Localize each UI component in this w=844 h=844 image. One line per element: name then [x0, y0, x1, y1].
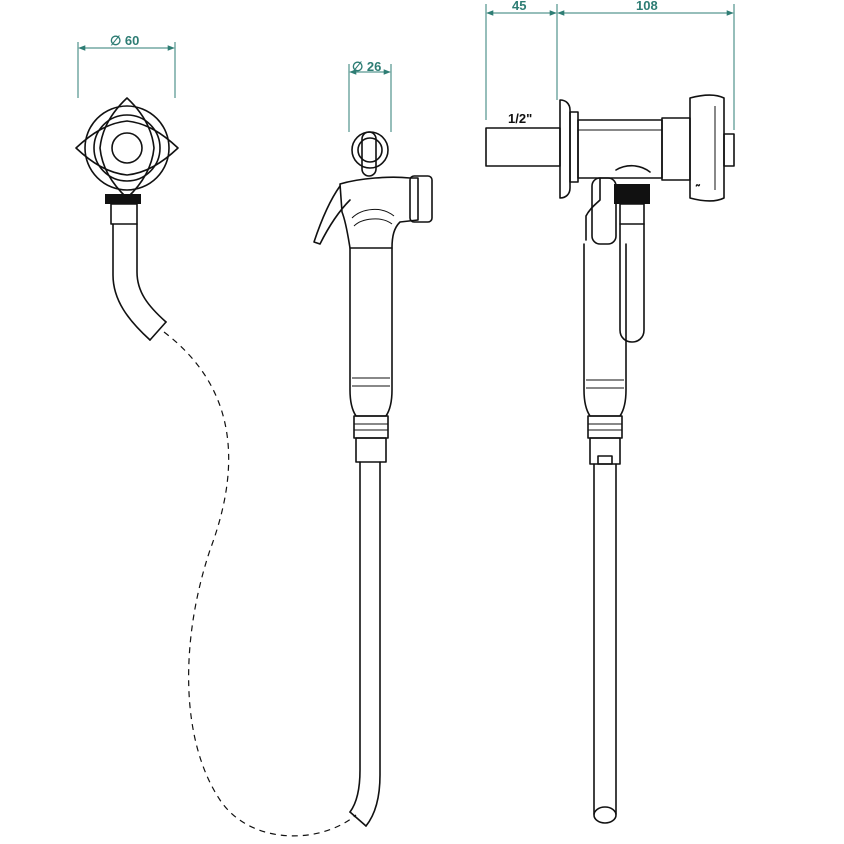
flexible-hose-dashed [163, 331, 357, 837]
valve-body [577, 119, 663, 179]
flower-center [111, 132, 143, 164]
trigger-lever[interactable] [313, 185, 351, 245]
flower-handle [99, 97, 155, 199]
hose-nut [105, 194, 141, 204]
rosette-diameter-label: ∅ 60 [110, 33, 139, 48]
hose-nut-valve [614, 184, 650, 204]
handset-diameter-dimension: ∅ 26 [348, 59, 392, 132]
rosette-outer-ring [84, 105, 170, 191]
shower-holder [619, 223, 645, 343]
svg-text:~: ~ [696, 182, 700, 190]
handset-body [349, 247, 393, 417]
rosette-front-view: ∅ 60 [75, 33, 357, 837]
rosette-diameter-dimension: ∅ 60 [77, 33, 176, 98]
handset-diameter-label: ∅ 26 [352, 59, 381, 74]
shower-hose [349, 461, 361, 813]
hand-shower-view: ∅ 26 [313, 59, 433, 827]
valve-knob[interactable] [689, 94, 725, 202]
shower-head [339, 176, 419, 249]
threaded-inlet [485, 127, 561, 167]
hose-segment [112, 223, 151, 341]
wall-flange [559, 99, 571, 199]
valve-side-view: 45 108 1/2" ~ [485, 0, 735, 824]
length-dimension: 108 [557, 0, 735, 130]
length-label: 108 [636, 0, 658, 13]
depth-label: 45 [512, 0, 526, 13]
depth-dimension: 45 [485, 0, 558, 120]
thread-size-label: 1/2" [508, 111, 532, 126]
